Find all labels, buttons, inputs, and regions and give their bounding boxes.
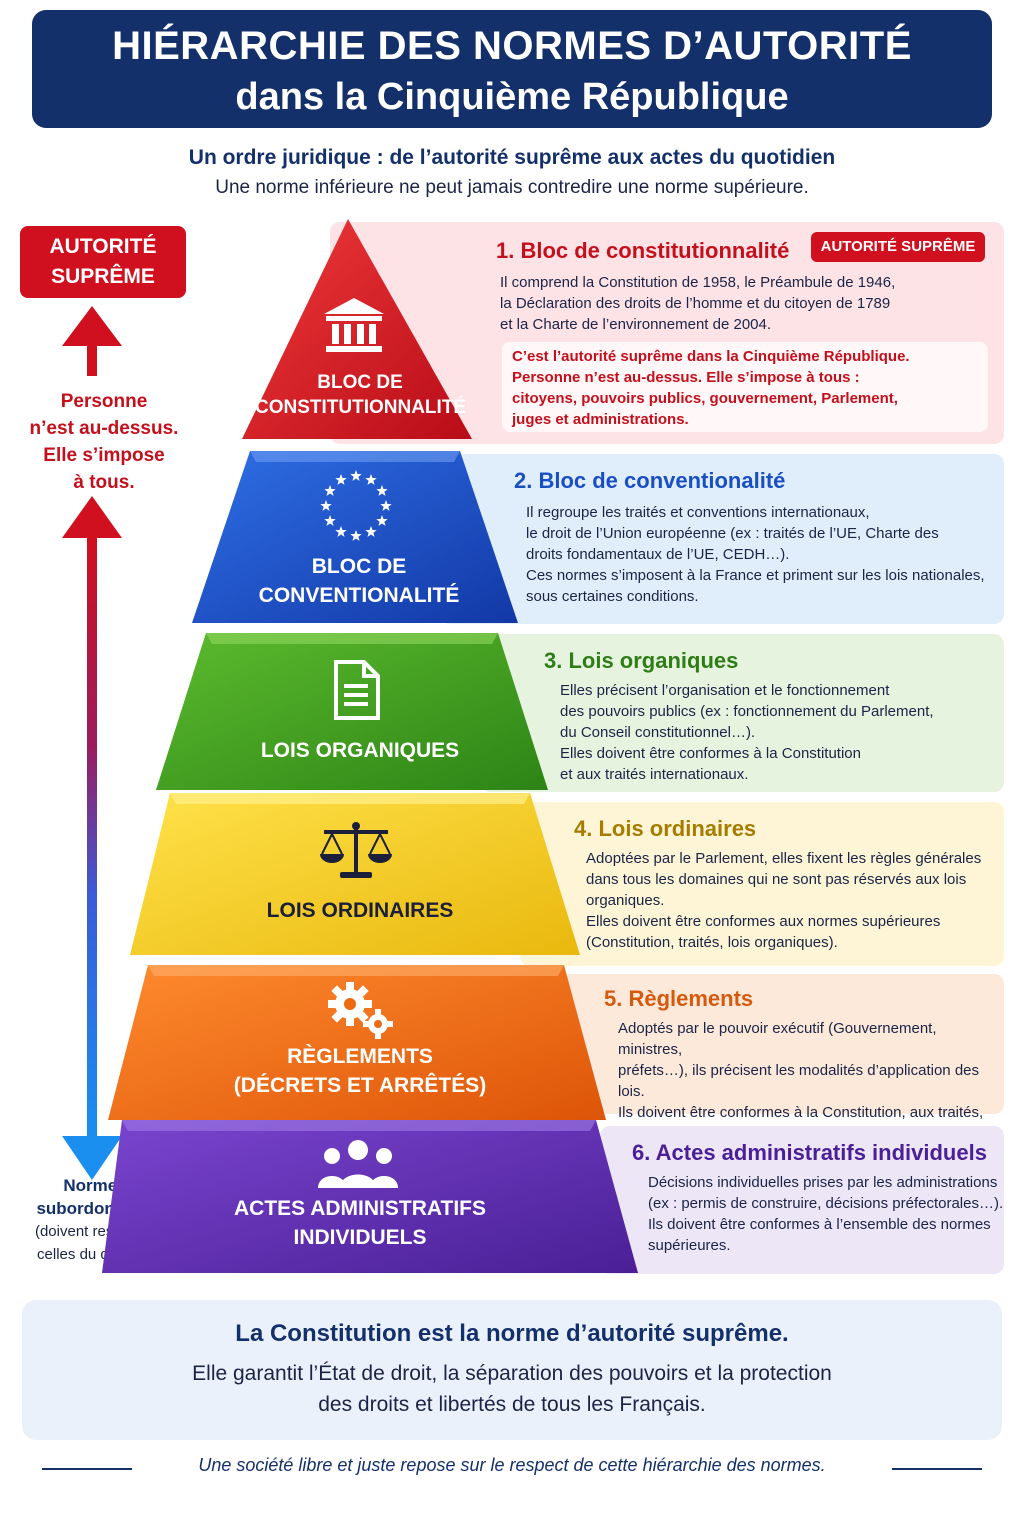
- card-title: 4. Lois ordinaires: [574, 816, 757, 841]
- eu-star-icon: [376, 515, 388, 526]
- level-label-lois-ordinaires: LOIS ORDINAIRES: [266, 899, 454, 922]
- hierarchy-arrows: [62, 306, 122, 1180]
- note-text: C’est l’autorité suprême dans la Cinquiè…: [512, 348, 910, 428]
- eu-star-icon: [350, 470, 362, 481]
- footer-divider-left: [42, 1468, 132, 1470]
- eu-stars-icon: [318, 468, 394, 544]
- tagline: Une norme inférieure ne peut jamais cont…: [215, 177, 809, 198]
- eu-star-icon: [365, 474, 377, 485]
- pyramid-level-lois-organiques: [156, 633, 548, 790]
- conclusion-box: La Constitution est la norme d’autorité …: [22, 1300, 1002, 1440]
- level-label-lois-organiques: LOIS ORGANIQUES: [260, 739, 460, 762]
- conclusion-headline: La Constitution est la norme d’autorité …: [235, 1320, 789, 1347]
- card-title: 5. Règlements: [604, 986, 754, 1011]
- government-building-icon: [322, 296, 386, 356]
- card-title: 2. Bloc de conventionalité: [514, 468, 786, 493]
- pyramid-level-reglements: [108, 965, 606, 1120]
- supreme-authority-badge: AUTORITÉ SUPRÊME: [20, 226, 186, 298]
- card-title: 3. Lois organiques: [544, 648, 739, 673]
- pyramid-level-actes: [102, 1120, 638, 1273]
- level-label-reglements: RÈGLEMENTS (DÉCRETS ET ARRÊTÉS): [233, 1045, 487, 1097]
- level-label-conventionalite: BLOC DE CONVENTIONALITÉ: [258, 555, 460, 607]
- conclusion-text: Elle garantit l’État de droit, la sépara…: [192, 1362, 832, 1416]
- eu-star-icon: [324, 485, 336, 496]
- card-body: Il regroupe les traités et conventions i…: [526, 504, 985, 605]
- footer-text: Une société libre et juste repose sur le…: [198, 1455, 826, 1475]
- card-lois-ordinaires: 4. Lois ordinaires Adoptées par le Parle…: [520, 802, 1004, 966]
- page-title: HIÉRARCHIE DES NORMES D’AUTORITÉ: [112, 24, 912, 68]
- card-title: 6. Actes administratifs individuels: [632, 1140, 987, 1165]
- eu-star-icon: [335, 474, 347, 485]
- eu-star-icon: [350, 530, 362, 541]
- eu-star-icon: [376, 485, 388, 496]
- footer-divider-right: [892, 1468, 982, 1470]
- card-lois-organiques: 3. Lois organiques Elles précisent l’org…: [480, 634, 1004, 792]
- card-body: Elles précisent l’organisation et le fon…: [560, 682, 934, 783]
- card-reglements: 5. Règlements Adoptés par le pouvoir exé…: [560, 974, 1004, 1142]
- card-body: Décisions individuelles prises par les a…: [648, 1174, 1004, 1254]
- card-conventionalite: 2. Bloc de conventionalité Il regroupe l…: [440, 454, 1004, 624]
- scales-icon: [318, 820, 394, 882]
- title-banner: HIÉRARCHIE DES NORMES D’AUTORITÉ dans la…: [32, 10, 992, 128]
- card-title: 1. Bloc de constitutionnalité: [496, 238, 790, 263]
- page-title-line2: dans la Cinquième République: [235, 76, 789, 118]
- level-label-constitutionnalite: BLOC DE CONSTITUTIONNALITÉ: [255, 372, 467, 418]
- subtitle: Un ordre juridique : de l’autorité suprê…: [188, 146, 836, 169]
- side-red-note: Personne n’est au-dessus. Elle s’impose …: [29, 391, 179, 493]
- gears-icon: [324, 980, 396, 1040]
- eu-star-icon: [320, 500, 332, 511]
- eu-star-icon: [365, 525, 377, 537]
- card-note: C’est l’autorité suprême dans la Cinquiè…: [502, 342, 988, 432]
- document-icon: [332, 660, 382, 720]
- eu-star-icon: [335, 525, 347, 537]
- level-label-actes: ACTES ADMINISTRATIFS INDIVIDUELS: [234, 1197, 486, 1249]
- card-actes-administratifs: 6. Actes administratifs individuels Déci…: [600, 1126, 1004, 1274]
- card-body: Adoptées par le Parlement, elles fixent …: [586, 850, 982, 951]
- eu-star-icon: [380, 500, 392, 511]
- vertical-gradient-arrow-icon: [62, 496, 122, 1180]
- eu-star-icon: [324, 515, 336, 526]
- card-body: Il comprend la Constitution de 1958, le …: [500, 274, 896, 333]
- people-icon: [316, 1138, 400, 1190]
- up-arrow-icon: [62, 306, 122, 376]
- supreme-authority-tag: AUTORITÉ SUPRÊME: [811, 232, 985, 262]
